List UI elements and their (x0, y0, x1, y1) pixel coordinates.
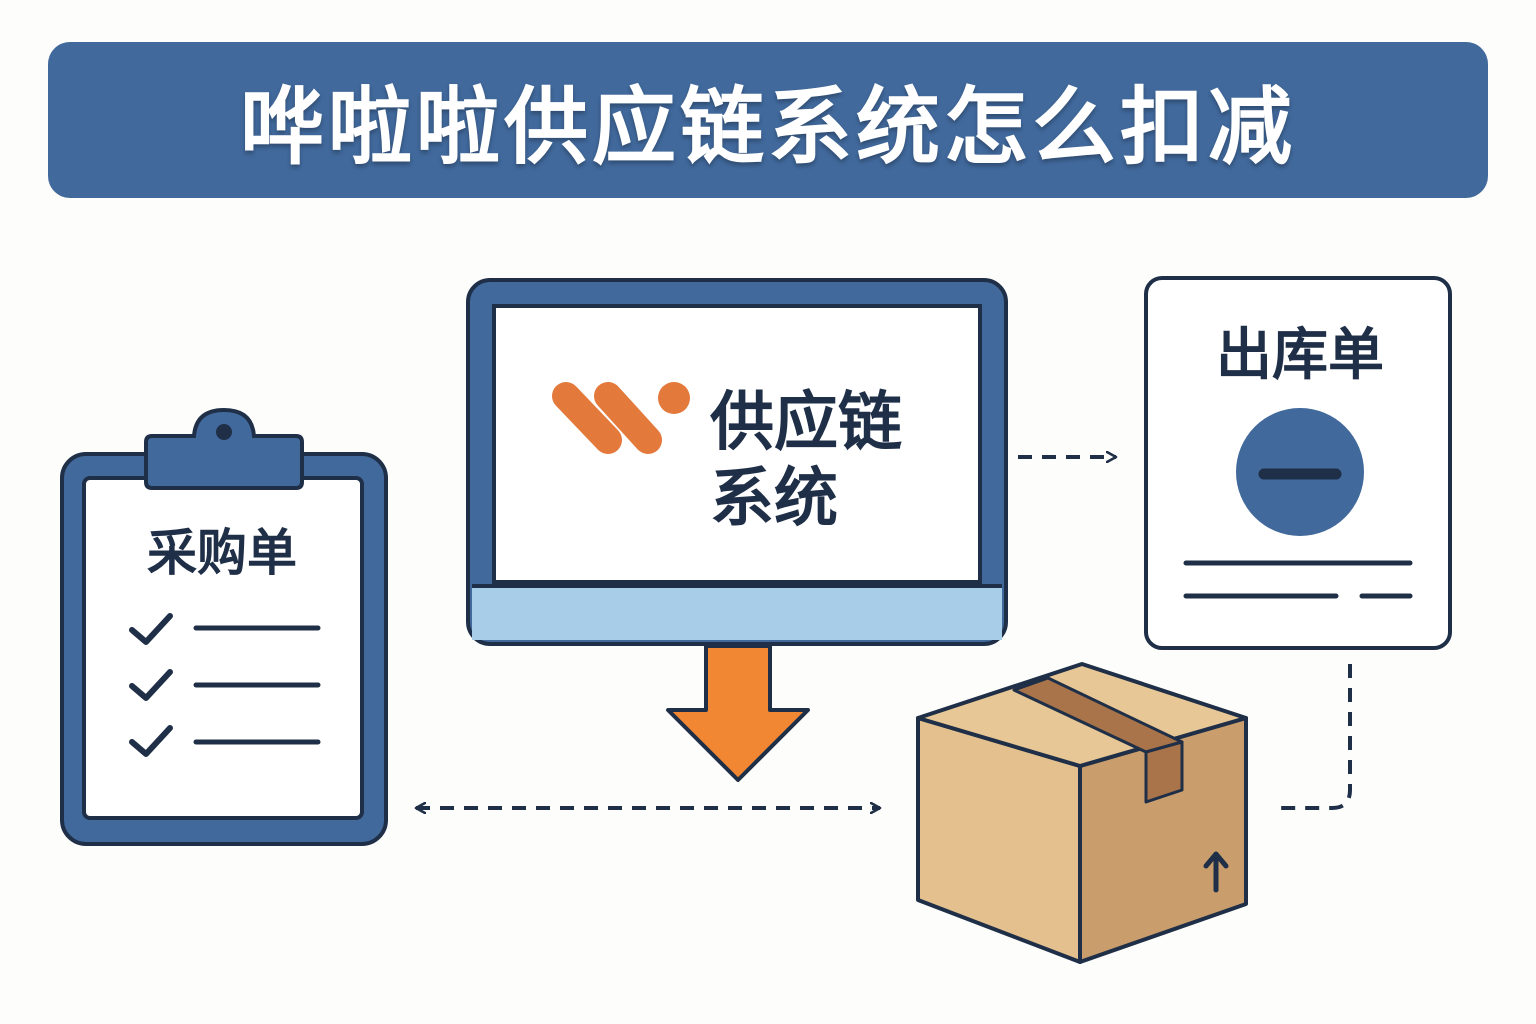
clipboard-icon: 采购单 (60, 407, 388, 846)
monitor-title-line1: 供应链 (710, 386, 902, 460)
check-icon (129, 669, 173, 701)
monitor-icon: 供应链 系统 (466, 278, 1008, 646)
page-title: 哗啦啦供应链系统怎么扣减 (239, 77, 1296, 176)
check-icon (129, 613, 173, 645)
logo-icon (552, 382, 690, 454)
document-icon: 出库单 (1144, 276, 1452, 650)
purchase-order-label: 采购单 (147, 524, 297, 582)
check-icon (129, 725, 173, 757)
title-banner: 哗啦啦供应链系统怎么扣减 (48, 42, 1488, 198)
box-icon (916, 662, 1248, 964)
up-arrow-icon (1203, 851, 1229, 893)
monitor-title-line2: 系统 (710, 462, 838, 536)
down-arrow-icon (666, 644, 810, 782)
outbound-to-box-connector (1274, 664, 1352, 810)
outbound-order-label: 出库单 (1216, 323, 1384, 388)
minus-circle-icon (1236, 408, 1364, 536)
clipboard-clip (144, 407, 304, 490)
